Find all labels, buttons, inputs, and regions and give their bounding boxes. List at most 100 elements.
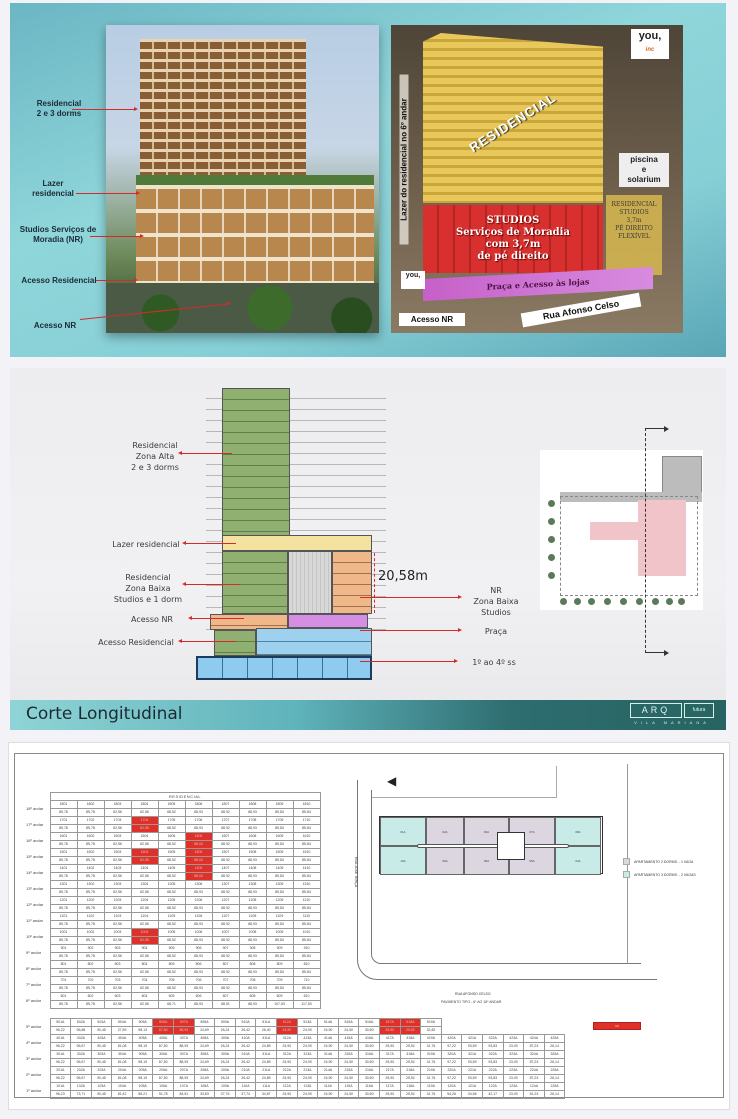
unit-number: 216A [358,1066,380,1075]
unit-number: 514A [317,1018,339,1027]
unit-number: 1605 [157,832,186,841]
apartment-unit: 08A [555,817,601,846]
height-dimension: 20,58m [378,569,428,584]
unit-area: 24,90 [276,1074,298,1083]
unit-area: 68,93 [184,872,213,881]
unit-number: 215A [337,1066,360,1075]
unit-area: 26,42 [234,1058,257,1067]
unit-area: 85,78 [76,952,105,961]
unit-number: 110A [234,1082,257,1091]
unit-number: 416A [358,1034,380,1043]
unit-number: 1505 [157,848,186,857]
unit-area: 68,93 [184,968,213,977]
unit-area: 24,90 [276,1090,298,1099]
unit-area: 25,90 [379,1074,401,1083]
floor-label: 15º andar [26,854,44,859]
unit-number: 119A [420,1082,442,1091]
unit-area: 62,56 [103,904,132,913]
unit-number: 1404 [130,864,159,873]
plan-curb-inner [371,790,641,964]
floor-label: 14º andar [26,870,44,875]
unit-area: 24,90 [317,1042,339,1051]
unit-number: 121A [461,1082,483,1091]
unit-number: 1203 [103,896,132,905]
studios-line: de pé direito [477,251,549,262]
unit-number: 1805 [157,800,186,809]
unit-area: 30,60 [358,1042,380,1051]
unit-number: 503A [90,1018,113,1027]
unit-number: 111A [255,1082,278,1091]
apartment-unit: 02A [426,817,464,846]
unit-area: 68,93 [184,888,213,897]
unit-number: 221A [461,1066,483,1075]
arrow-residencial-alta [180,453,232,454]
unit-area: 34,56 [461,1090,483,1099]
residencial-header: RESIDENCIAL [49,792,321,801]
unit-area: 68,52 [157,808,186,817]
unit-number: 807 [211,960,240,969]
unit-number: 1301 [49,880,78,889]
unit-area: 37,76 [214,1090,236,1099]
unit-number: 1304 [130,880,159,889]
zone-subsolo-lower [196,656,372,680]
unit-area: 87,50 [152,1026,175,1035]
unit-number: 114A [317,1082,339,1091]
unit-area: 88,93 [173,1058,195,1067]
unit-number: 606 [184,992,213,1001]
unit-area: 24,90 [276,1042,298,1051]
unit-area: 85,78 [49,936,78,945]
arrow-lazer [184,543,236,544]
unit-number: 707 [211,976,240,985]
tree-icon [620,598,627,605]
unit-number: 1406 [184,864,213,873]
unit-number: 403A [90,1034,113,1043]
unit-area: 93,59 [461,1042,483,1051]
unit-number: 1802 [76,800,105,809]
unit-area: 25,90 [379,1090,401,1099]
unit-number: 513A [296,1018,319,1027]
unit-number: 1110 [292,912,321,921]
unit-number: 115A [337,1082,360,1091]
unit-area: 24,69 [193,1074,216,1083]
unit-area: 62,56 [130,888,159,897]
unit-number: 303A [90,1050,113,1059]
unit-area: 25,90 [379,1026,401,1035]
unit-area: 25,90 [379,1042,401,1051]
tree-icon [548,572,555,579]
unit-number: 508A [193,1018,216,1027]
tree-icon [548,554,555,561]
model-piscina-label: piscina e solarium [619,153,669,187]
unit-area: 90,45 [90,1026,113,1035]
unit-number: 1405 [157,864,186,873]
legend-label: APARTAMENTO 3 DORMS. - 2 VAGAS [634,872,696,877]
unit-area: 68,93 [238,808,267,817]
unit-number: 1703 [103,816,132,825]
unit-area: 42,17 [481,1090,504,1099]
unit-area: 87,50 [152,1074,175,1083]
unit-number: 1210 [292,896,321,905]
unit-area: 85,78 [76,824,105,833]
unit-area: 68,93 [238,856,267,865]
unit-area: 30,60 [358,1074,380,1083]
unit-number: 808 [238,960,267,969]
street-label-bottom: RUA AFONSO CELSO [455,992,491,996]
unit-area: 62,56 [130,952,159,961]
unit-number: 117A [379,1082,401,1091]
unit-number: 1009 [265,928,294,937]
unit-number: 512A [276,1018,298,1027]
unit-number: 1403 [103,864,132,873]
unit-area: 62,56 [130,968,159,977]
unit-number: 424A [523,1034,545,1043]
unit-area: 31,76 [420,1090,442,1099]
unit-area: 85,84 [265,984,294,993]
unit-area: 85,78 [49,840,78,849]
unit-area: 68,93 [238,840,267,849]
